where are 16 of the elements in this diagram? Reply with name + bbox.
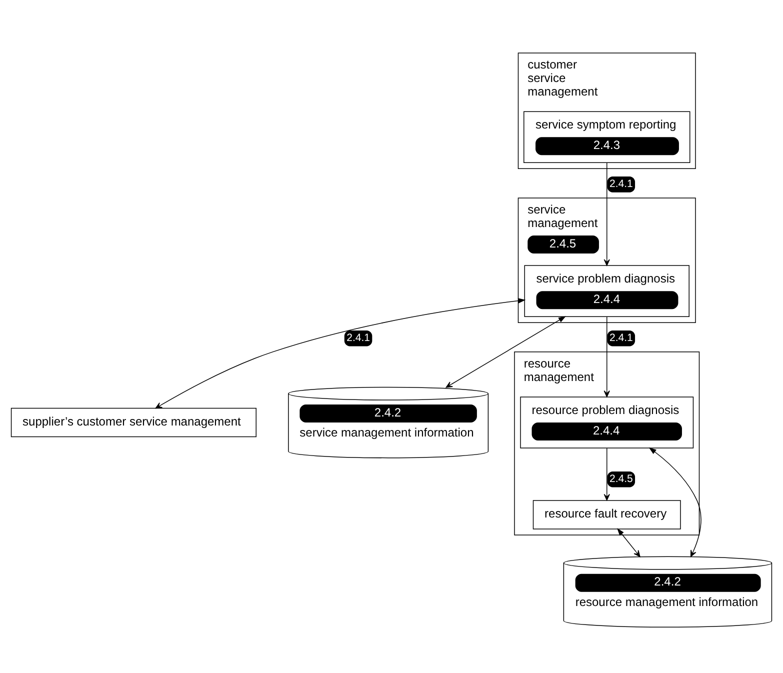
node-box: resource fault recovery bbox=[532, 500, 681, 529]
arrow bbox=[604, 447, 610, 500]
node-box: resource problem diagnosis 2.4.4 bbox=[520, 396, 694, 448]
edge-label: 2.4.1 bbox=[609, 178, 633, 190]
arrow bbox=[155, 298, 526, 408]
arrow bbox=[648, 446, 702, 556]
edge-label: 2.4.1 bbox=[346, 332, 370, 344]
arrow bbox=[446, 316, 566, 388]
arrow bbox=[617, 528, 640, 556]
edge-label: 2.4.1 bbox=[609, 332, 633, 344]
arrow bbox=[604, 162, 610, 266]
node-box: service symptom reporting 2.4.3 bbox=[524, 110, 690, 163]
node-box: supplier’s customer service management bbox=[10, 407, 256, 437]
edge-label: 2.4.5 bbox=[609, 472, 633, 485]
node-box: service problem diagnosis 2.4.4 bbox=[524, 264, 690, 316]
arrow bbox=[604, 316, 610, 397]
